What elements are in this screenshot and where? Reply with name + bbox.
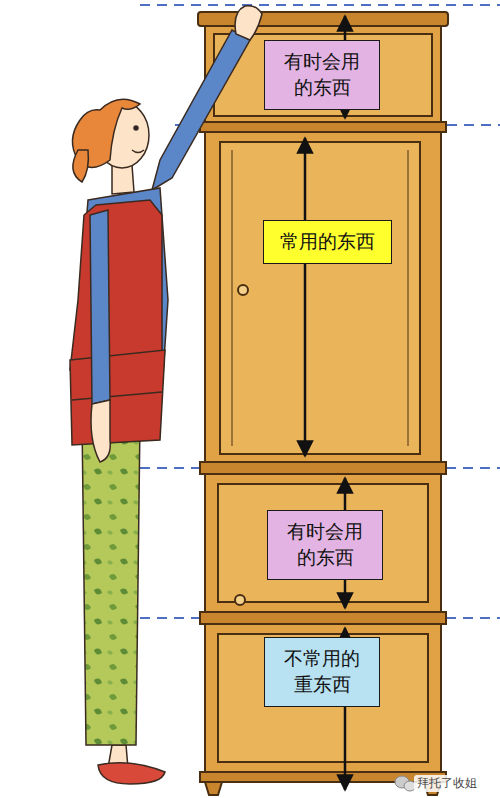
watermark: 拜托了收姐 (414, 775, 480, 792)
zone-label: 有时会用 的东西 (284, 519, 366, 570)
zone-label: 不常用的 重东西 (281, 646, 363, 697)
wardrobe (198, 12, 448, 795)
storage-zone-box: 不常用的 重东西 (264, 637, 380, 707)
storage-zone-box: 有时会用 的东西 (267, 510, 383, 580)
watermark-icon (395, 776, 416, 791)
zone-label: 有时会用 的东西 (281, 49, 363, 100)
woman-figure (70, 6, 262, 784)
height-line (140, 5, 500, 618)
storage-zone-box: 常用的东西 (263, 220, 392, 264)
storage-zone-box: 有时会用 的东西 (264, 40, 380, 110)
zone-label: 常用的东西 (280, 229, 375, 255)
